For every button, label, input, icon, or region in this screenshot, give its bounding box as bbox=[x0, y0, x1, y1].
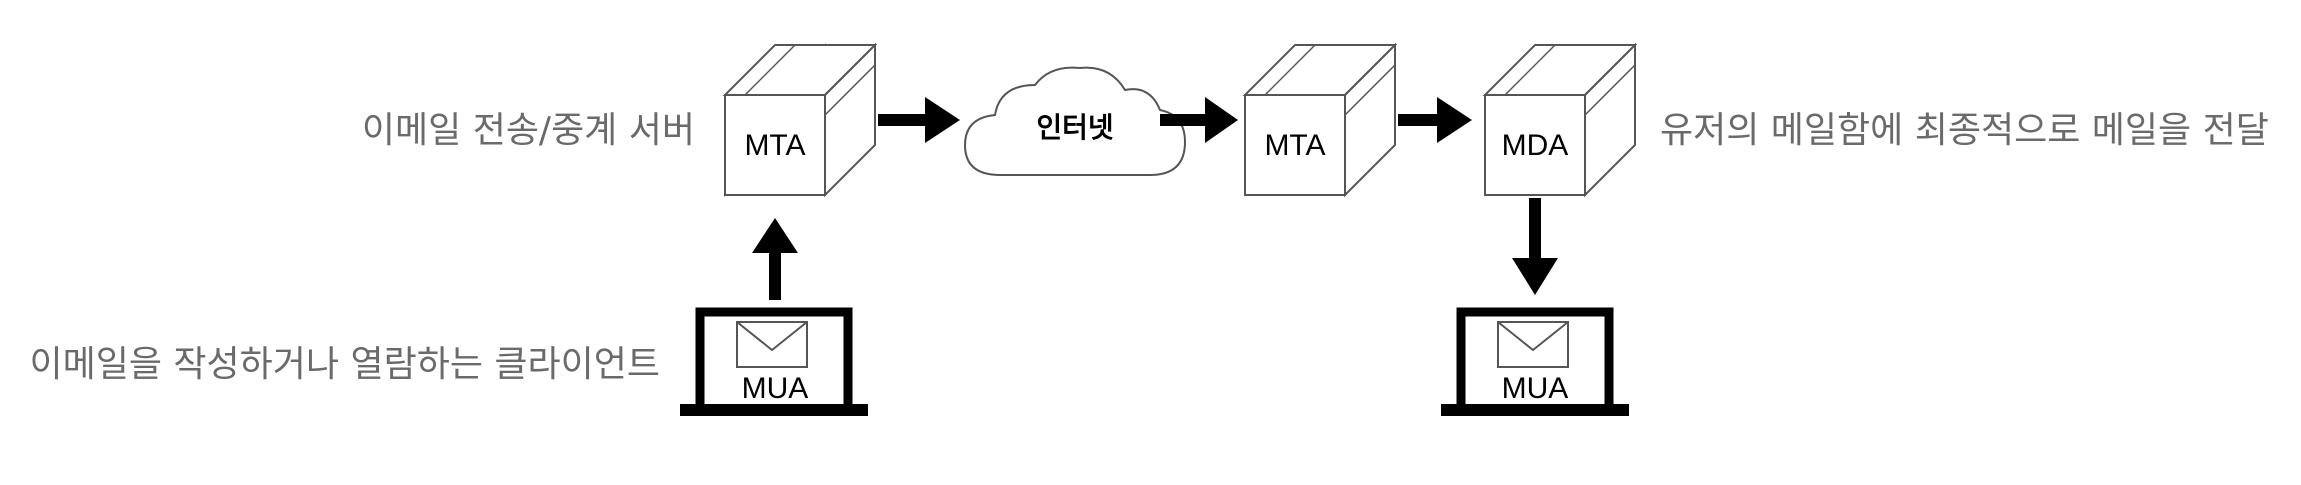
sender-mta-cube-icon bbox=[722, 42, 878, 198]
internet-node: 인터넷 bbox=[963, 66, 1187, 176]
receiver-mta-cube-icon bbox=[1242, 42, 1398, 198]
receiver-mua-label: MUA bbox=[1502, 372, 1569, 405]
mda-description-caption: 유저의 메일함에 최종적으로 메일을 전달 bbox=[1660, 110, 2269, 151]
mda-cube-icon bbox=[1482, 42, 1638, 198]
receiver-mta-node: MTA bbox=[1242, 42, 1398, 198]
sender-mta-node: MTA bbox=[722, 42, 878, 198]
arrow-mta-to-mda bbox=[1398, 97, 1472, 143]
internet-label: 인터넷 bbox=[1036, 111, 1113, 144]
cloud-icon bbox=[963, 66, 1187, 176]
mua-description-caption: 이메일을 작성하거나 열람하는 클라이언트 bbox=[29, 344, 661, 385]
arrow-mta-to-internet bbox=[878, 97, 960, 143]
receiver-mua-node: MUA bbox=[1441, 307, 1629, 416]
mda-label: MDA bbox=[1502, 129, 1569, 162]
arrow-internet-to-mta bbox=[1160, 97, 1238, 143]
arrow-mua-to-mta bbox=[752, 218, 798, 300]
sender-mta-label: MTA bbox=[744, 129, 805, 162]
arrow-mda-to-mua bbox=[1512, 198, 1558, 295]
receiver-envelope-icon bbox=[1497, 321, 1569, 368]
sender-mua-label: MUA bbox=[742, 372, 809, 405]
sender-envelope-icon bbox=[736, 321, 808, 368]
mta-description-caption: 이메일 전송/중계 서버 bbox=[361, 110, 695, 151]
sender-mua-node: MUA bbox=[680, 307, 868, 416]
receiver-mta-label: MTA bbox=[1264, 129, 1325, 162]
mda-node: MDA bbox=[1482, 42, 1638, 198]
